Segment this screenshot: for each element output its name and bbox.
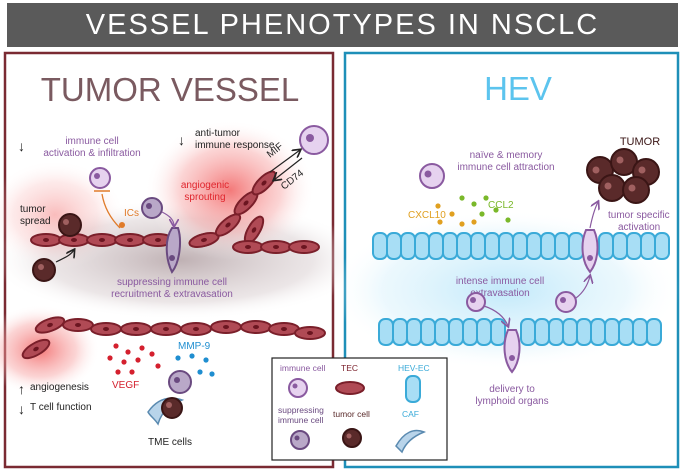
hev-panel-title: HEV xyxy=(484,70,552,107)
t-cell-function-label: T cell function xyxy=(30,402,92,413)
vegf-dots xyxy=(107,343,161,375)
legend-caf-swatch xyxy=(395,429,427,454)
suppressing-label-1: suppressing immune cell xyxy=(117,277,227,288)
tumor-spread-label-1: tumor xyxy=(20,204,46,215)
delivery-label-2: lymphoid organs xyxy=(475,396,548,407)
down-arrow-activation: ↓ xyxy=(18,138,25,154)
legend-items: immune cell TEC HEV-EC suppressing immun… xyxy=(278,363,430,454)
tumor-specific-label-2: activation xyxy=(618,222,660,233)
ccl2-label: CCL2 xyxy=(488,200,514,211)
legend-caf-label: CAF xyxy=(402,409,419,419)
legend-immune-cell-label: immune cell xyxy=(280,363,325,373)
immune-cell-top xyxy=(89,167,111,189)
down-arrow-anti-tumor: ↓ xyxy=(178,132,185,148)
tumor-specific-cell xyxy=(555,202,598,313)
tumor-cluster xyxy=(586,148,660,204)
page-title: VESSEL PHENOTYPES IN NSCLC xyxy=(85,9,600,41)
legend-tec-label: TEC xyxy=(341,363,358,373)
legend-hev-ec-swatch xyxy=(405,375,421,403)
ics-dot xyxy=(119,222,125,228)
delivery-label-1: delivery to xyxy=(489,384,535,395)
legend-tumor-cell-label: tumor cell xyxy=(333,409,370,419)
intense-extravasation-label-2: extravasation xyxy=(470,288,529,299)
tme-cells-label: TME cells xyxy=(148,437,192,448)
immune-activation-label-2: activation & infiltration xyxy=(43,148,140,159)
tumor-specific-label-1: tumor specific xyxy=(608,210,670,221)
mmp9-label: MMP-9 xyxy=(178,341,211,352)
mmp9-dots xyxy=(175,353,215,377)
down-arrow-t-cell: ↓ xyxy=(18,401,25,417)
cxcl10-dots xyxy=(435,203,477,227)
legend-tec-swatch xyxy=(335,381,365,395)
ccl2-dots xyxy=(459,195,511,223)
anti-tumor-label-1: anti-tumor xyxy=(195,128,241,139)
suppressing-label-2: recruitment & extravasation xyxy=(111,289,233,300)
legend-suppressing-label-2: immune cell xyxy=(278,415,323,425)
tumor-spread-cells xyxy=(32,213,82,282)
up-arrow-angiogenesis: ↑ xyxy=(18,381,25,397)
angiogenesis-label: angiogenesis xyxy=(30,382,89,393)
legend-hev-ec-label: HEV-EC xyxy=(398,363,430,373)
naive-memory-label-1: naïve & memory xyxy=(470,150,543,161)
delivery-cell xyxy=(466,292,521,374)
legend-immune-cell-swatch xyxy=(288,378,308,398)
legend-tumor-cell-swatch xyxy=(342,428,362,448)
legend-suppressing-label-1: suppressing xyxy=(278,405,324,415)
ics-arrow xyxy=(101,193,121,229)
suppressing-immune-cell-extravasating xyxy=(141,197,181,274)
naive-memory-label-2: immune cell attraction xyxy=(457,162,554,173)
tme-cells xyxy=(147,370,192,426)
cxcl10-label: CXCL10 xyxy=(408,210,446,221)
hev-upper-vessel xyxy=(372,232,670,260)
immune-activation-label-1: immune cell xyxy=(65,136,118,147)
tumor-panel-title: TUMOR VESSEL xyxy=(41,71,300,108)
naive-memory-cell xyxy=(419,163,445,189)
angiogenic-label-1: angiogenic xyxy=(181,180,229,191)
title-banner: VESSEL PHENOTYPES IN NSCLC xyxy=(7,3,678,47)
intense-extravasation-label-1: intense immune cell xyxy=(456,276,544,287)
anti-tumor-label-2: immune response xyxy=(195,140,275,151)
angiogenic-label-2: sprouting xyxy=(184,192,225,203)
tumor-label: TUMOR xyxy=(620,136,660,148)
mif-cd74-exchange xyxy=(269,125,329,180)
tumor-spread-label-2: spread xyxy=(20,216,51,227)
legend-suppressing-swatch xyxy=(290,430,310,450)
ics-label: ICs xyxy=(124,208,139,219)
angiogenic-glow xyxy=(145,120,315,260)
vegf-label: VEGF xyxy=(112,380,139,391)
